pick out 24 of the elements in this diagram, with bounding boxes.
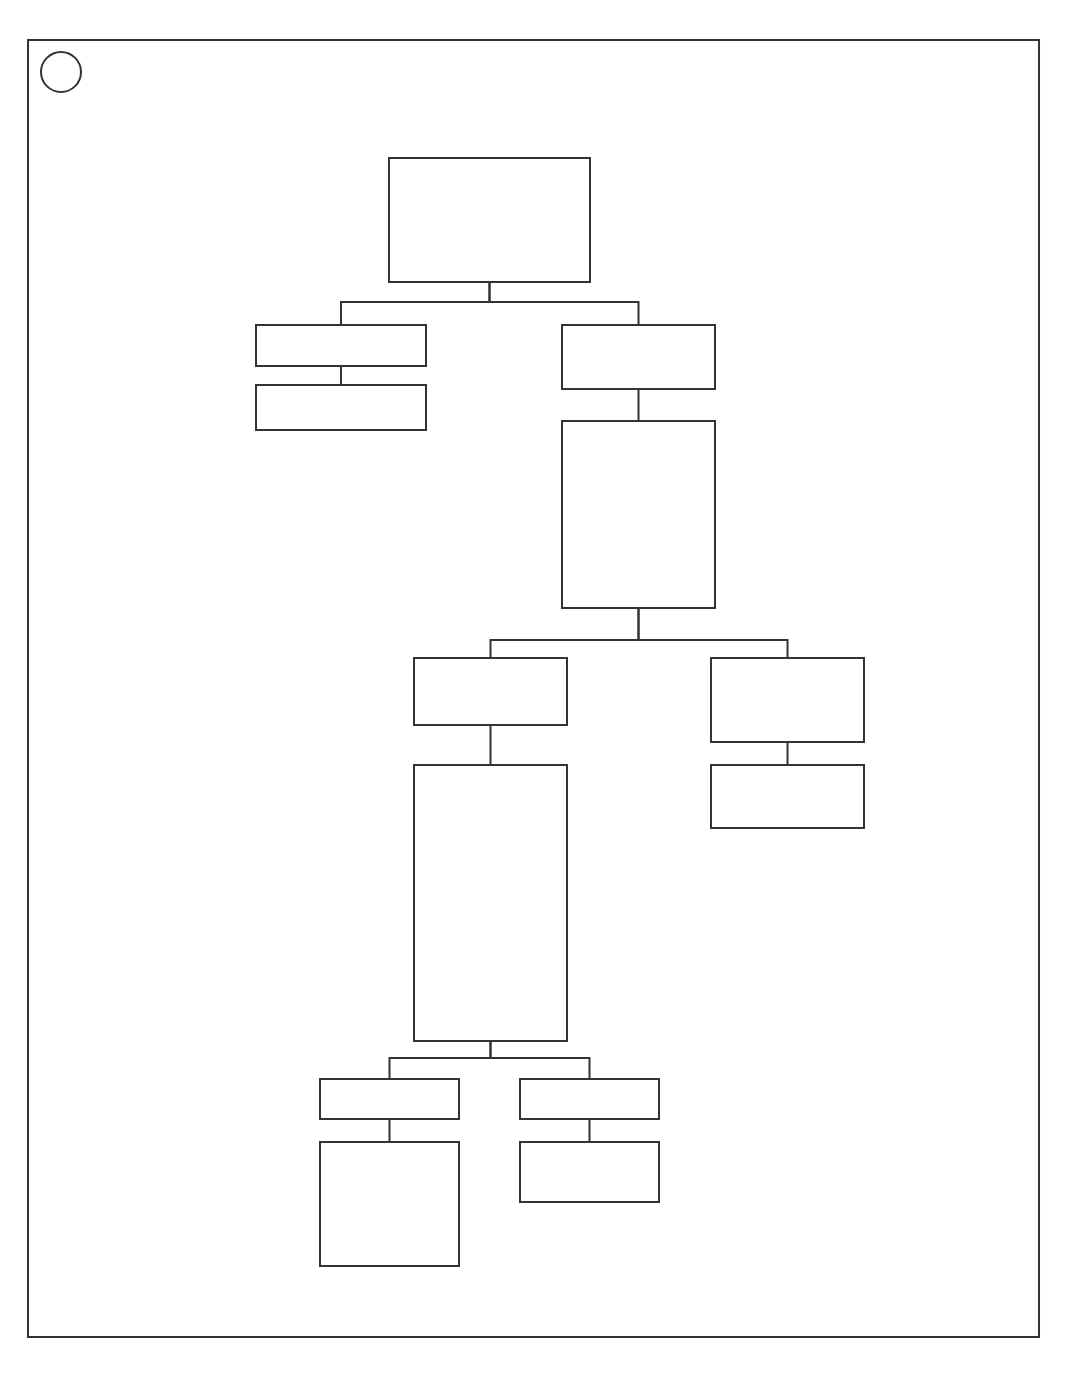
empty-box — [319, 1078, 460, 1120]
empty-box — [413, 657, 568, 726]
empty-box — [710, 764, 865, 829]
connector-line — [588, 1118, 591, 1143]
connector-line — [388, 1118, 391, 1143]
connector-line — [489, 724, 492, 766]
connector-line — [786, 741, 789, 766]
empty-box — [561, 420, 716, 609]
connector-line — [489, 1040, 591, 1080]
circle — [40, 51, 82, 93]
empty-box — [519, 1141, 660, 1203]
empty-box — [413, 764, 568, 1042]
empty-box — [519, 1078, 660, 1120]
frame — [27, 39, 1040, 1338]
empty-box — [561, 324, 716, 390]
connector-line — [637, 388, 640, 422]
connector-line — [340, 365, 342, 386]
empty-box — [255, 384, 427, 431]
empty-box — [388, 157, 591, 283]
connector-line — [637, 607, 789, 659]
empty-box — [319, 1141, 460, 1267]
empty-box — [710, 657, 865, 743]
connector-line — [488, 281, 640, 326]
empty-box — [255, 324, 427, 367]
